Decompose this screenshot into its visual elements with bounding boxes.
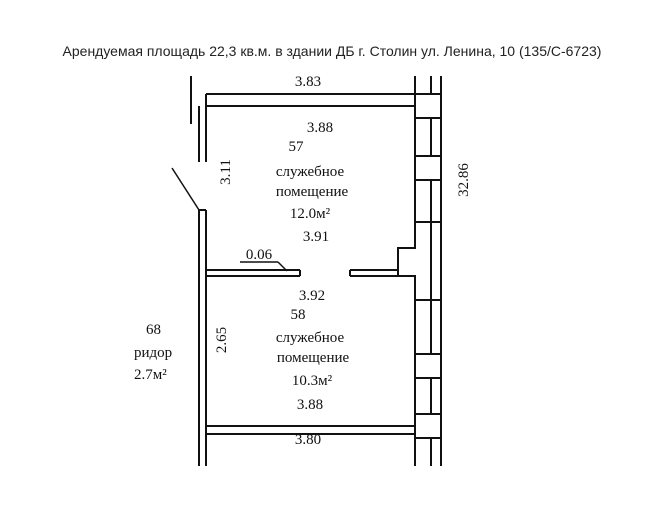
plan-caption: Арендуемая площадь 22,3 кв.м. в здании Д… bbox=[62, 43, 602, 59]
column-profile bbox=[397, 228, 441, 301]
dim-bottom-room-width: 3.80 bbox=[295, 432, 321, 448]
offset-leader-b bbox=[277, 261, 288, 272]
dim-room57-top: 3.88 bbox=[307, 120, 333, 136]
window-4 bbox=[414, 413, 442, 439]
window-2 bbox=[414, 155, 442, 181]
dim-building-side: 32.86 bbox=[456, 163, 472, 197]
room57-number: 57 bbox=[289, 139, 305, 155]
window-1 bbox=[414, 93, 442, 119]
dim-top-room-width: 3.83 bbox=[295, 74, 321, 90]
corridor-number: 68 bbox=[146, 322, 161, 338]
window-3 bbox=[414, 353, 442, 379]
door-swing bbox=[171, 167, 200, 211]
dim-room58-left: 2.65 bbox=[214, 327, 230, 353]
corridor-area: 2.7м² bbox=[134, 367, 167, 383]
dim-room58-bottom: 3.88 bbox=[297, 397, 323, 413]
dim-room58-top: 3.92 bbox=[299, 288, 325, 304]
room57-area: 12.0м² bbox=[290, 206, 331, 222]
room57-name-line2: помещение bbox=[276, 184, 349, 200]
dim-partition-offset: 0.06 bbox=[246, 247, 273, 263]
room58-number: 58 bbox=[291, 307, 306, 323]
room58-area: 10.3м² bbox=[292, 373, 333, 389]
room58-name-line1: служебное bbox=[276, 330, 345, 346]
dim-room57-bottom: 3.91 bbox=[303, 229, 329, 245]
corridor-name: ридор bbox=[134, 345, 172, 361]
room57-name-line1: служебное bbox=[276, 164, 345, 180]
dim-room57-left: 3.11 bbox=[218, 159, 234, 185]
column-top bbox=[414, 221, 441, 228]
room58-name-line2: помещение bbox=[277, 350, 350, 366]
